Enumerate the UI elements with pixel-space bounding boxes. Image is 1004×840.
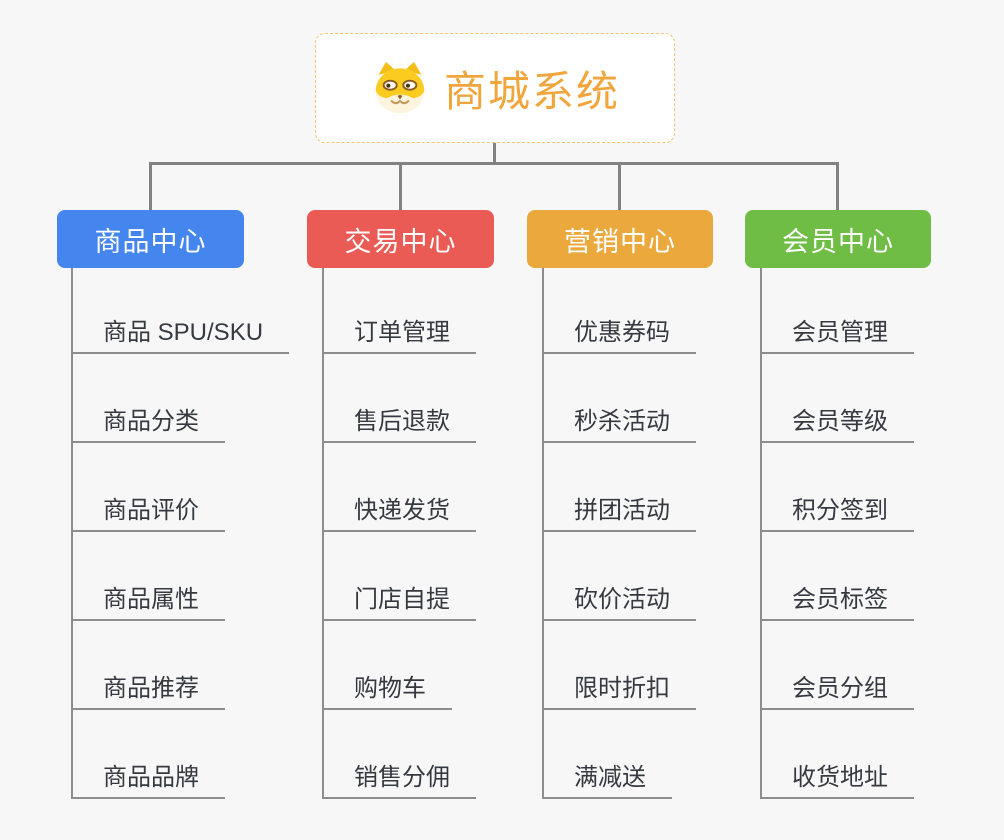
- branch-column-trade-center: 订单管理 售后退款 快递发货 门店自提 购物车 销售分佣: [322, 268, 476, 799]
- leaf-node[interactable]: 快递发货: [324, 496, 476, 532]
- connector-root-stub: [493, 142, 496, 163]
- branch-node-product-center[interactable]: 商品中心: [57, 210, 244, 268]
- leaf-node[interactable]: 商品推荐: [73, 674, 225, 710]
- connector-drop-branch-2: [399, 162, 402, 210]
- leaf-node[interactable]: 会员分组: [762, 674, 914, 710]
- leaf-node[interactable]: 会员管理: [762, 318, 914, 354]
- leaf-node[interactable]: 会员标签: [762, 585, 914, 621]
- branch-column-product-center: 商品 SPU/SKU 商品分类 商品评价 商品属性 商品推荐 商品品牌: [71, 268, 290, 799]
- connector-drop-branch-4: [836, 162, 839, 210]
- leaf-node[interactable]: 会员等级: [762, 407, 914, 443]
- leaf-node[interactable]: 购物车: [324, 674, 452, 710]
- branch-node-member-center[interactable]: 会员中心: [745, 210, 931, 268]
- leaf-node[interactable]: 限时折扣: [544, 674, 696, 710]
- leaf-node[interactable]: 销售分佣: [324, 763, 476, 799]
- connector-horizontal-bus: [149, 162, 839, 165]
- connector-drop-branch-3: [618, 162, 621, 210]
- shiba-dog-icon: [375, 61, 425, 114]
- leaf-node[interactable]: 优惠券码: [544, 318, 696, 354]
- root-node[interactable]: 商城系统: [315, 33, 675, 143]
- leaf-node[interactable]: 积分签到: [762, 496, 914, 532]
- leaf-node[interactable]: 门店自提: [324, 585, 476, 621]
- connector-drop-branch-1: [149, 162, 152, 210]
- leaf-node[interactable]: 商品分类: [73, 407, 225, 443]
- leaf-node[interactable]: 砍价活动: [544, 585, 696, 621]
- leaf-node[interactable]: 商品评价: [73, 496, 225, 532]
- leaf-node[interactable]: 满减送: [544, 763, 672, 799]
- leaf-node[interactable]: 售后退款: [324, 407, 476, 443]
- leaf-node[interactable]: 商品 SPU/SKU: [73, 318, 290, 354]
- branch-node-trade-center[interactable]: 交易中心: [307, 210, 494, 268]
- leaf-node[interactable]: 商品品牌: [73, 763, 225, 799]
- branch-node-marketing-center[interactable]: 营销中心: [527, 210, 713, 268]
- branch-column-member-center: 会员管理 会员等级 积分签到 会员标签 会员分组 收货地址: [760, 268, 914, 799]
- leaf-node[interactable]: 拼团活动: [544, 496, 696, 532]
- leaf-node[interactable]: 商品属性: [73, 585, 225, 621]
- leaf-node[interactable]: 秒杀活动: [544, 407, 696, 443]
- root-title: 商城系统: [443, 67, 620, 115]
- branch-column-marketing-center: 优惠券码 秒杀活动 拼团活动 砍价活动 限时折扣 满减送: [542, 268, 696, 799]
- leaf-node[interactable]: 收货地址: [762, 763, 914, 799]
- leaf-node[interactable]: 订单管理: [324, 318, 476, 354]
